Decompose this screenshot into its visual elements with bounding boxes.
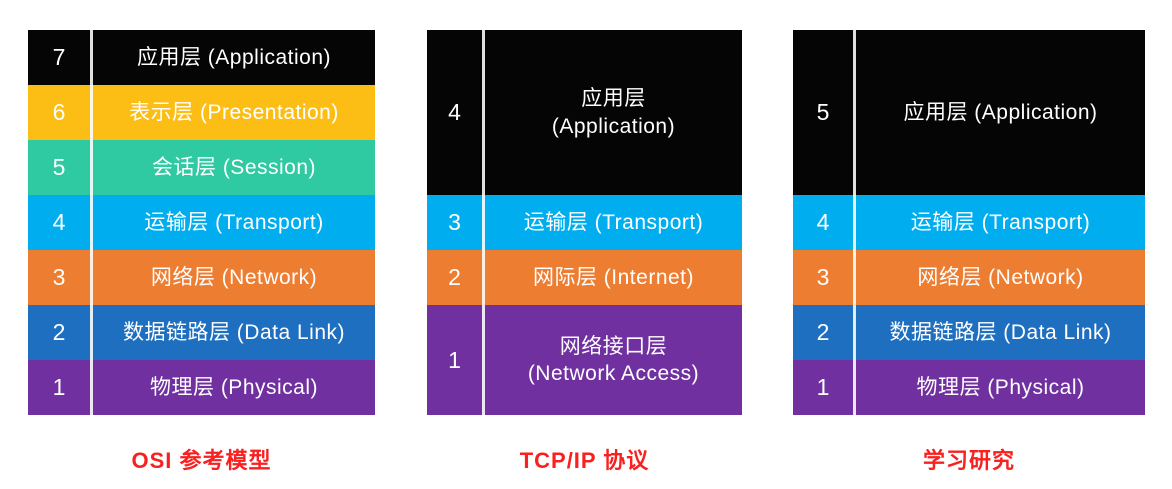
layer-label: 网络层 (Network) bbox=[150, 265, 318, 289]
study-layer-1-row: 1 物理层 (Physical) bbox=[793, 360, 1145, 415]
osi-layer-4-row: 4 运输层 (Transport) bbox=[28, 195, 375, 250]
layer-number: 6 bbox=[52, 99, 66, 125]
layer-number: 4 bbox=[52, 209, 66, 235]
column-divider bbox=[853, 305, 856, 360]
layer-label: 应用层 (Application) bbox=[551, 87, 676, 138]
layer-label: 运输层 (Transport) bbox=[523, 210, 704, 234]
tcpip-layer-3-row: 3 运输层 (Transport) bbox=[427, 195, 742, 250]
layer-label: 运输层 (Transport) bbox=[144, 210, 324, 234]
layer-label: 数据链路层 (Data Link) bbox=[122, 320, 346, 344]
osi-caption: OSI 参考模型 bbox=[131, 448, 272, 473]
study-caption: 学习研究 bbox=[922, 448, 1015, 473]
column-divider bbox=[853, 30, 856, 195]
layer-number: 1 bbox=[816, 374, 830, 400]
layer-label: 应用层 (Application) bbox=[903, 100, 1098, 124]
study-layer-3-row: 3 网络层 (Network) bbox=[793, 250, 1145, 305]
layer-label: 应用层 (Application) bbox=[136, 45, 332, 69]
tcpip-layer-1-row: 1 网络接口层 (Network Access) bbox=[427, 305, 742, 415]
layer-number: 1 bbox=[448, 346, 461, 373]
layer-label: 表示层 (Presentation) bbox=[129, 100, 339, 124]
layer-label: 网际层 (Internet) bbox=[532, 265, 695, 289]
layer-label: 数据链路层 (Data Link) bbox=[889, 320, 1112, 344]
osi-layer-2-row: 2 数据链路层 (Data Link) bbox=[28, 305, 375, 360]
layer-number: 2 bbox=[52, 319, 66, 345]
layer-number: 2 bbox=[448, 264, 461, 290]
column-divider bbox=[853, 195, 856, 250]
tcpip-caption: TCP/IP 协议 bbox=[519, 448, 650, 473]
column-divider bbox=[90, 250, 93, 305]
layer-label: 网络接口层 (Network Access) bbox=[527, 334, 700, 385]
osi-layer-1-row: 1 物理层 (Physical) bbox=[28, 360, 375, 415]
layer-number: 4 bbox=[816, 209, 830, 235]
study-model-stack: 5 应用层 (Application) 4 运输层 (Transport) 3 … bbox=[793, 30, 1145, 473]
tcpip-layer-2-row: 2 网际层 (Internet) bbox=[427, 250, 742, 305]
study-layer-5-row: 5 应用层 (Application) bbox=[793, 30, 1145, 195]
column-divider bbox=[90, 360, 93, 415]
layer-number: 5 bbox=[52, 154, 66, 180]
layer-number: 4 bbox=[448, 99, 461, 125]
osi-layer-3-row: 3 网络层 (Network) bbox=[28, 250, 375, 305]
osi-layer-5-row: 5 会话层 (Session) bbox=[28, 140, 375, 195]
layer-number: 2 bbox=[816, 319, 830, 345]
column-divider bbox=[853, 250, 856, 305]
layer-number: 3 bbox=[816, 264, 830, 290]
column-divider bbox=[90, 30, 93, 85]
osi-layer-7-row: 7 应用层 (Application) bbox=[28, 30, 375, 85]
osi-layer-6-row: 6 表示层 (Presentation) bbox=[28, 85, 375, 140]
tcpip-model-stack: 4 应用层 (Application) 3 运输层 (Transport) 2 … bbox=[427, 30, 742, 473]
layer-number: 7 bbox=[52, 44, 66, 70]
layer-label: 运输层 (Transport) bbox=[910, 210, 1091, 234]
layer-label: 会话层 (Session) bbox=[151, 155, 317, 179]
osi-model-stack: 7 应用层 (Application) 6 表示层 (Presentation)… bbox=[28, 30, 375, 473]
column-divider bbox=[90, 305, 93, 360]
column-divider bbox=[482, 250, 485, 305]
tcpip-layer-4-row: 4 应用层 (Application) bbox=[427, 30, 742, 195]
column-divider bbox=[853, 360, 856, 415]
layer-number: 3 bbox=[448, 209, 461, 235]
layer-label: 网络层 (Network) bbox=[917, 265, 1084, 289]
column-divider bbox=[90, 85, 93, 140]
layer-number: 5 bbox=[816, 99, 830, 125]
study-layer-2-row: 2 数据链路层 (Data Link) bbox=[793, 305, 1145, 360]
layer-number: 3 bbox=[52, 264, 66, 290]
column-divider bbox=[482, 305, 485, 415]
column-divider bbox=[482, 30, 485, 195]
column-divider bbox=[482, 195, 485, 250]
layer-label: 物理层 (Physical) bbox=[916, 375, 1085, 399]
study-layer-4-row: 4 运输层 (Transport) bbox=[793, 195, 1145, 250]
column-divider bbox=[90, 195, 93, 250]
layer-number: 1 bbox=[52, 374, 66, 400]
layer-label: 物理层 (Physical) bbox=[149, 375, 319, 399]
column-divider bbox=[90, 140, 93, 195]
